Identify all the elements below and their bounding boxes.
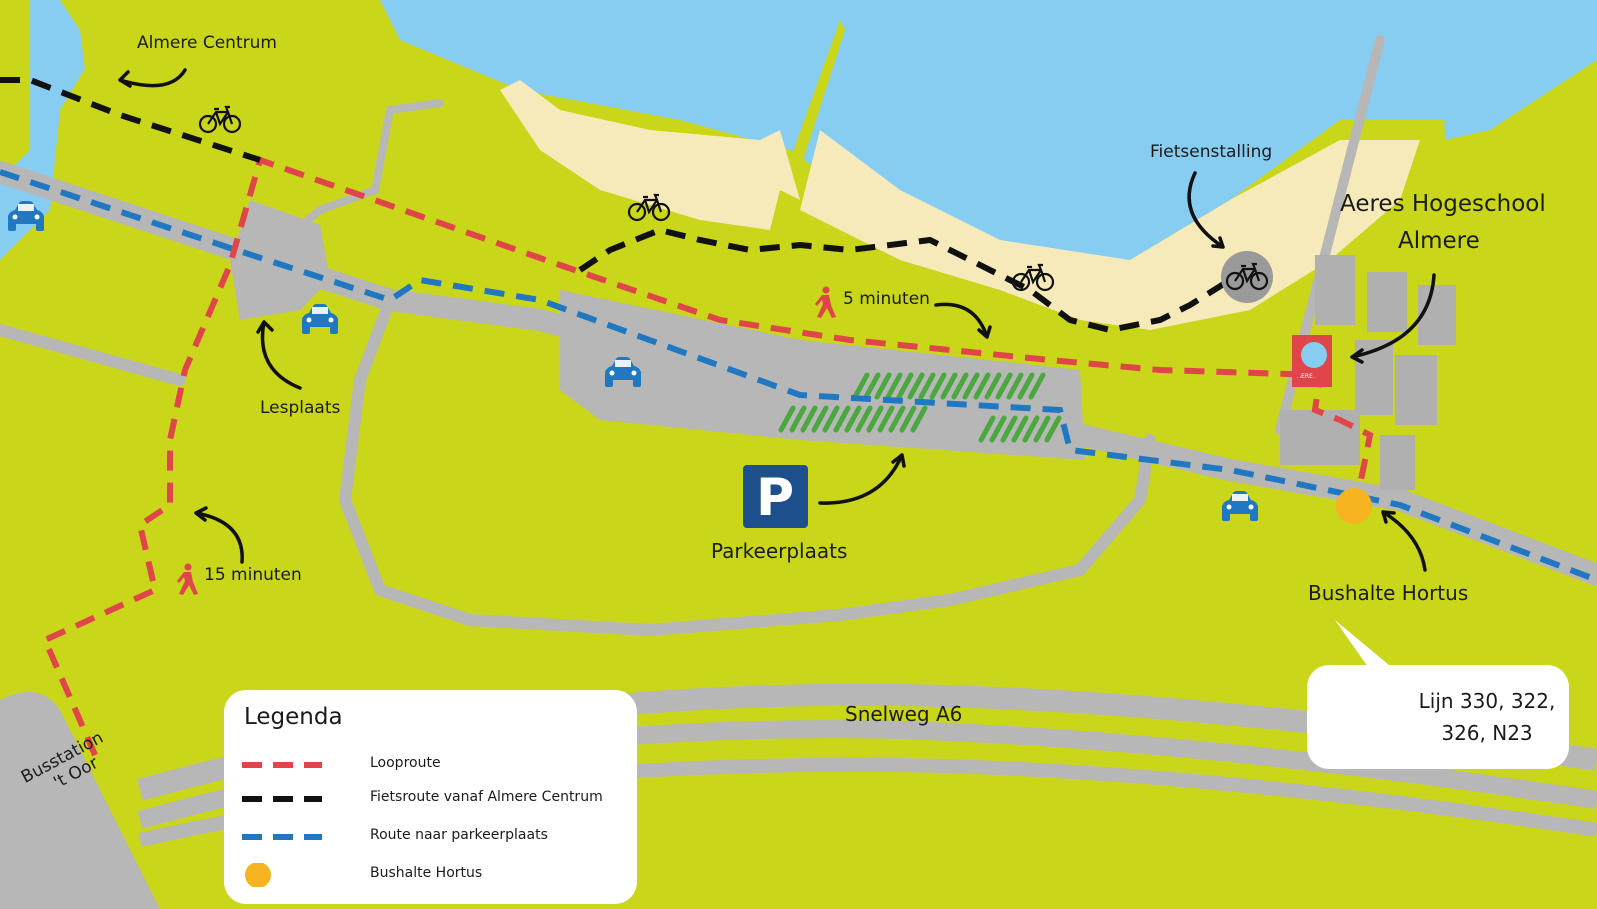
water-area — [0, 0, 1597, 260]
label-five-minutes: 5 minuten — [843, 289, 930, 309]
parking-space — [1033, 415, 1051, 443]
label-lesplaats: Lesplaats — [260, 398, 341, 418]
bus-info-box: Lijn 330, 322, 326, N23 — [1307, 665, 1569, 769]
parking-space — [962, 372, 980, 400]
car-icon — [1222, 491, 1258, 521]
aeres-logo-icon: AERES — [1292, 335, 1332, 387]
legend-item-looproute: Looproute — [242, 753, 622, 777]
label-fifteen-minutes: 15 minuten — [204, 565, 302, 585]
parking-space — [778, 405, 796, 433]
label-snelweg: Snelweg A6 — [845, 702, 963, 726]
legend-item-parkeerroute: Route naar parkeerplaats — [242, 825, 622, 849]
parking-space — [995, 372, 1013, 400]
parking-space — [1044, 415, 1062, 443]
parking-space — [918, 372, 936, 400]
parking-space — [863, 372, 881, 400]
parking-space — [1022, 415, 1040, 443]
parking-space — [789, 405, 807, 433]
parking-lot — [560, 290, 1085, 460]
parking-space — [973, 372, 991, 400]
parking-space — [1017, 372, 1035, 400]
parking-spaces — [778, 372, 1062, 443]
land-block — [60, 0, 300, 110]
parking-space — [1000, 415, 1018, 443]
beach-area — [500, 80, 1420, 330]
parking-space — [989, 415, 1007, 443]
label-fietsenstalling: Fietsenstalling — [1150, 142, 1273, 162]
label-aeres-line1: Aeres Hogeschool — [1340, 191, 1546, 217]
label-almere-centrum: Almere Centrum — [137, 33, 277, 53]
legend-label: Route naar parkeerplaats — [370, 827, 548, 843]
bus-lines-line1: Lijn 330, 322, — [1418, 689, 1556, 713]
legend-item-bushalte: Bushalte Hortus — [242, 863, 622, 887]
car-route — [0, 169, 1597, 583]
legend-box: Legenda Looproute Fietsroute vanaf Almer… — [224, 690, 637, 904]
parking-space — [822, 405, 840, 433]
parking-space — [1006, 372, 1024, 400]
parking-space — [885, 372, 903, 400]
bus-stop-dot-icon — [1336, 488, 1372, 524]
walking-person-icon — [815, 286, 836, 318]
parking-space — [896, 372, 914, 400]
parking-space — [866, 405, 884, 433]
car-icon — [302, 304, 338, 334]
bus-info-pointer — [1335, 620, 1395, 670]
legend-label: Bushalte Hortus — [370, 865, 483, 881]
arrow-icon — [118, 68, 1436, 572]
parking-space — [833, 405, 851, 433]
bicycle-icon — [198, 105, 242, 134]
parking-space — [844, 405, 862, 433]
parking-space — [1011, 415, 1029, 443]
label-bushalte-hortus: Bushalte Hortus — [1308, 581, 1469, 605]
parking-space — [874, 372, 892, 400]
orange-dot-icon — [245, 863, 271, 887]
parking-space — [951, 372, 969, 400]
parking-space — [877, 405, 895, 433]
black-dash-line-icon — [242, 796, 322, 802]
pier — [790, 20, 845, 170]
red-dash-line-icon — [242, 762, 322, 768]
parking-space — [907, 372, 925, 400]
parking-space — [899, 405, 917, 433]
parking-space — [811, 405, 829, 433]
label-aeres-line2: Almere — [1398, 228, 1480, 254]
parking-space — [852, 372, 870, 400]
walking-person-icon — [177, 563, 198, 595]
parking-space — [888, 405, 906, 433]
parking-space — [910, 405, 928, 433]
bus-lines-text: Lijn 330, 322, 326, N23 — [1407, 685, 1567, 749]
bike-route — [0, 77, 1232, 334]
parking-space — [855, 405, 873, 433]
parking-sign-icon: P — [743, 465, 808, 528]
parking-space — [929, 372, 947, 400]
parking-space — [940, 372, 958, 400]
bus-lines-line2: 326, N23 — [1441, 721, 1533, 745]
svg-text:P: P — [756, 468, 794, 528]
svg-text:AERES: AERES — [1297, 373, 1317, 380]
parking-space — [800, 405, 818, 433]
legend-label: Fietsroute vanaf Almere Centrum — [370, 789, 603, 805]
lesplaats-area — [230, 200, 330, 320]
label-parkeerplaats: Parkeerplaats — [711, 539, 848, 563]
walk-route — [41, 156, 1374, 757]
parking-space — [1028, 372, 1046, 400]
parking-space — [978, 415, 996, 443]
blue-dash-line-icon — [242, 834, 322, 840]
legend-label: Looproute — [370, 755, 441, 771]
legend-item-fietsroute: Fietsroute vanaf Almere Centrum — [242, 787, 622, 811]
parking-space — [984, 372, 1002, 400]
legend-title: Legenda — [244, 704, 343, 730]
busstation-area — [0, 692, 160, 909]
